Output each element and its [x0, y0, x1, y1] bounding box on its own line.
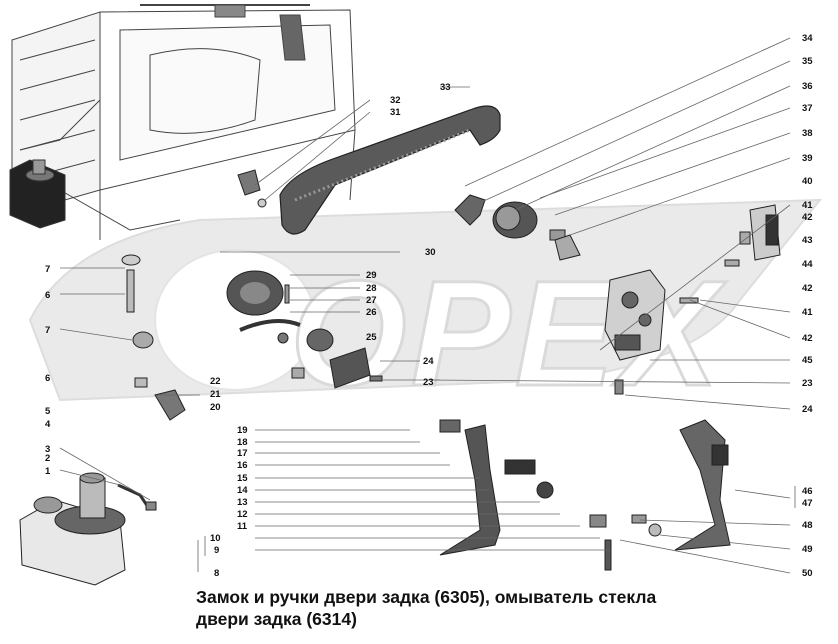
callout-26: 26 [366, 307, 377, 318]
callout-34: 34 [802, 33, 813, 44]
callout-28: 28 [366, 283, 377, 294]
callout-13: 13 [237, 497, 248, 508]
callout-43: 43 [802, 235, 813, 246]
callout-10: 10 [210, 533, 221, 544]
callout-2: 2 [45, 453, 50, 464]
callout-21: 21 [210, 389, 221, 400]
callout-31: 31 [390, 107, 401, 118]
caption-line-2: двери задка (6314) [196, 609, 357, 629]
callout-6a: 6 [45, 290, 50, 301]
callout-47: 47 [802, 498, 813, 509]
callout-27: 27 [366, 295, 377, 306]
callouts-center: 32 31 33 30 29 28 27 26 25 24 23 22 21 2… [210, 82, 451, 579]
callout-32: 32 [390, 95, 401, 106]
callout-50: 50 [802, 568, 813, 579]
callout-7b: 7 [45, 325, 50, 336]
callout-41a: 41 [802, 200, 813, 211]
callout-24: 24 [423, 356, 434, 367]
callout-12: 12 [237, 509, 248, 520]
lock-cylinder-assembly [454, 194, 581, 261]
callout-33: 33 [440, 82, 451, 93]
callout-9: 9 [214, 545, 219, 556]
callout-30: 30 [425, 247, 436, 258]
callout-23: 23 [423, 377, 434, 388]
clip-parts-31-32 [237, 169, 267, 208]
callout-11: 11 [237, 521, 248, 532]
callout-38: 38 [802, 128, 813, 139]
callout-24r: 24 [802, 404, 813, 415]
callout-44: 44 [802, 259, 813, 270]
callout-22: 22 [210, 376, 221, 387]
callout-46: 46 [802, 486, 813, 497]
callout-35: 35 [802, 56, 813, 67]
callout-49: 49 [802, 544, 813, 555]
washer-reservoir-sketch [9, 159, 66, 229]
washer-parts [117, 254, 186, 511]
callout-18: 18 [237, 437, 248, 448]
callout-1: 1 [45, 466, 51, 477]
callout-39: 39 [802, 153, 813, 164]
callout-25: 25 [366, 332, 377, 343]
exterior-handle-center [439, 419, 612, 571]
callout-42c: 42 [802, 333, 813, 344]
callout-8: 8 [214, 568, 219, 579]
callout-45: 45 [802, 355, 813, 366]
callout-37: 37 [802, 103, 813, 114]
callout-16: 16 [237, 460, 248, 471]
callout-41b: 41 [802, 307, 813, 318]
callout-40: 40 [802, 176, 813, 187]
callout-5: 5 [45, 406, 51, 417]
diagram-caption: Замок и ручки двери задка (6305), омыват… [196, 586, 816, 630]
inner-handle-assembly [226, 270, 383, 389]
callout-42b: 42 [802, 283, 813, 294]
callout-7a: 7 [45, 264, 50, 275]
callout-14: 14 [237, 485, 248, 496]
callout-48: 48 [802, 520, 813, 531]
callout-17: 17 [237, 448, 248, 459]
callout-36: 36 [802, 81, 813, 92]
callout-6b: 6 [45, 373, 50, 384]
callouts-right: 34 35 36 37 38 39 40 41 42 43 44 42 41 4… [802, 33, 813, 579]
door-handle-33 [279, 105, 501, 235]
washer-pump-unit [19, 472, 126, 586]
callout-23r: 23 [802, 378, 813, 389]
callout-3: 3 [45, 444, 50, 455]
callouts-left: 7 6 7 6 5 4 3 1 2 [45, 264, 51, 477]
callout-29: 29 [366, 270, 377, 281]
callout-42a: 42 [802, 212, 813, 223]
callout-19: 19 [237, 425, 248, 436]
exterior-handle-right [631, 419, 731, 551]
caption-line-1: Замок и ручки двери задка (6305), омыват… [196, 587, 657, 607]
callout-20: 20 [210, 402, 221, 413]
leader-lines [59, 37, 791, 574]
callout-4: 4 [45, 419, 51, 430]
callout-15: 15 [237, 473, 248, 484]
